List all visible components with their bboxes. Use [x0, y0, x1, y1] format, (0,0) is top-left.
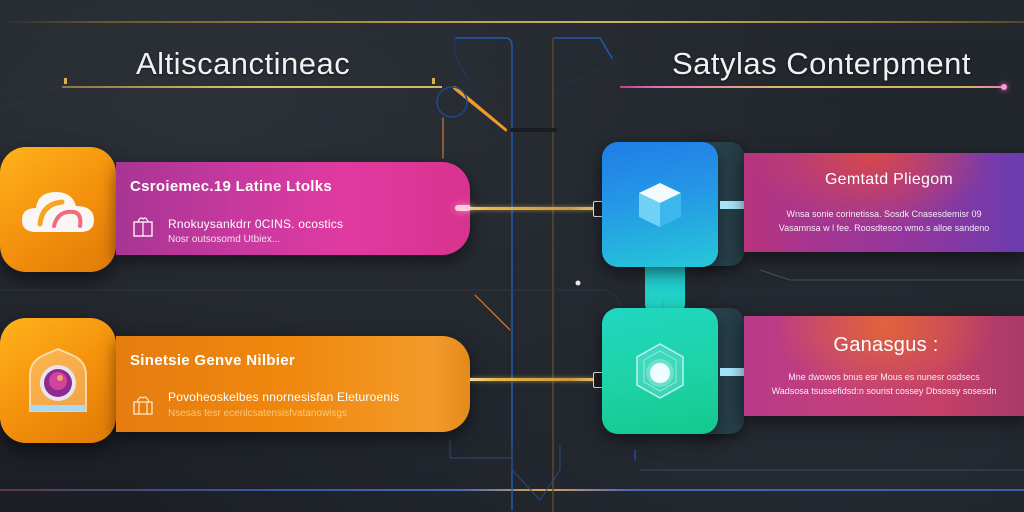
left-title-underline — [62, 86, 442, 88]
card-description: Rnokuysankdrr 0CINS. ocostics — [168, 217, 344, 231]
underline-marker — [64, 78, 67, 84]
card-text-line: Wadsosa tsussefidsd:n sourist cossey Dbs… — [771, 386, 997, 396]
card-description: Povoheoskelbes nnornesisfan Eleturoenis — [168, 390, 400, 404]
card-description: Wnsa sonie corinetissa. Sosdk Cnasesdemi… — [744, 207, 1024, 235]
card-title: Gemtatd Pliegom — [824, 171, 954, 188]
cloud-icon-tile[interactable] — [0, 147, 116, 272]
card-title: Csroiemec.19 Latine Ltolks — [130, 178, 333, 195]
cube-icon-tile[interactable] — [602, 142, 718, 267]
right-title-underline — [620, 84, 1007, 90]
camera-lens-icon — [29, 347, 87, 412]
underline-marker — [432, 78, 435, 84]
connector-line-top — [462, 207, 596, 210]
book-icon — [133, 217, 153, 237]
top-divider — [0, 21, 1024, 23]
left-column-title: Altiscanctineac — [136, 46, 351, 81]
tile-connector-stem — [645, 262, 685, 312]
hexagon-crystal-icon — [636, 343, 684, 399]
card-description: Mne dwowos bnus esr Mous es nunesr osdse… — [744, 370, 1024, 398]
connector-glow — [455, 205, 471, 211]
card-text-line: Mne dwowos bnus esr Mous es nunesr osdse… — [788, 372, 980, 382]
card-subtext: Nosr outsosomd Utbiex... — [168, 234, 281, 245]
connector-line-bottom — [470, 378, 596, 381]
card-text-line: Vasamnsa w l fee. Roosdtesoo wmo.s alloe… — [778, 223, 990, 233]
cloud-icon — [22, 191, 94, 232]
card-left-2[interactable]: Sinetsie Genve Nilbier Povoheoskelbes nn… — [116, 336, 470, 432]
card-title: Ganasgus : — [833, 334, 939, 356]
card-left-1[interactable]: Csroiemec.19 Latine Ltolks Rnokuysankdrr… — [116, 162, 470, 255]
card-right-2[interactable]: Ganasgus : Mne dwowos bnus esr Mous es n… — [744, 316, 1024, 416]
package-icon — [133, 396, 153, 415]
card-right-1[interactable]: Gemtatd Pliegom Wnsa sonie corinetissa. … — [744, 153, 1024, 252]
card-title: Sinetsie Genve Nilbier — [130, 352, 295, 369]
cube-icon — [639, 182, 681, 227]
right-column-title: Satylas Conterpment — [672, 46, 971, 81]
card-text-line: Wnsa sonie corinetissa. Sosdk Cnasesdemi… — [786, 209, 982, 219]
camera-icon-tile[interactable] — [0, 318, 116, 443]
card-subtext: Nsesas tesr ecenlcsatensisfvatanowisgs — [168, 408, 347, 419]
hexagon-icon-tile[interactable] — [602, 308, 718, 434]
